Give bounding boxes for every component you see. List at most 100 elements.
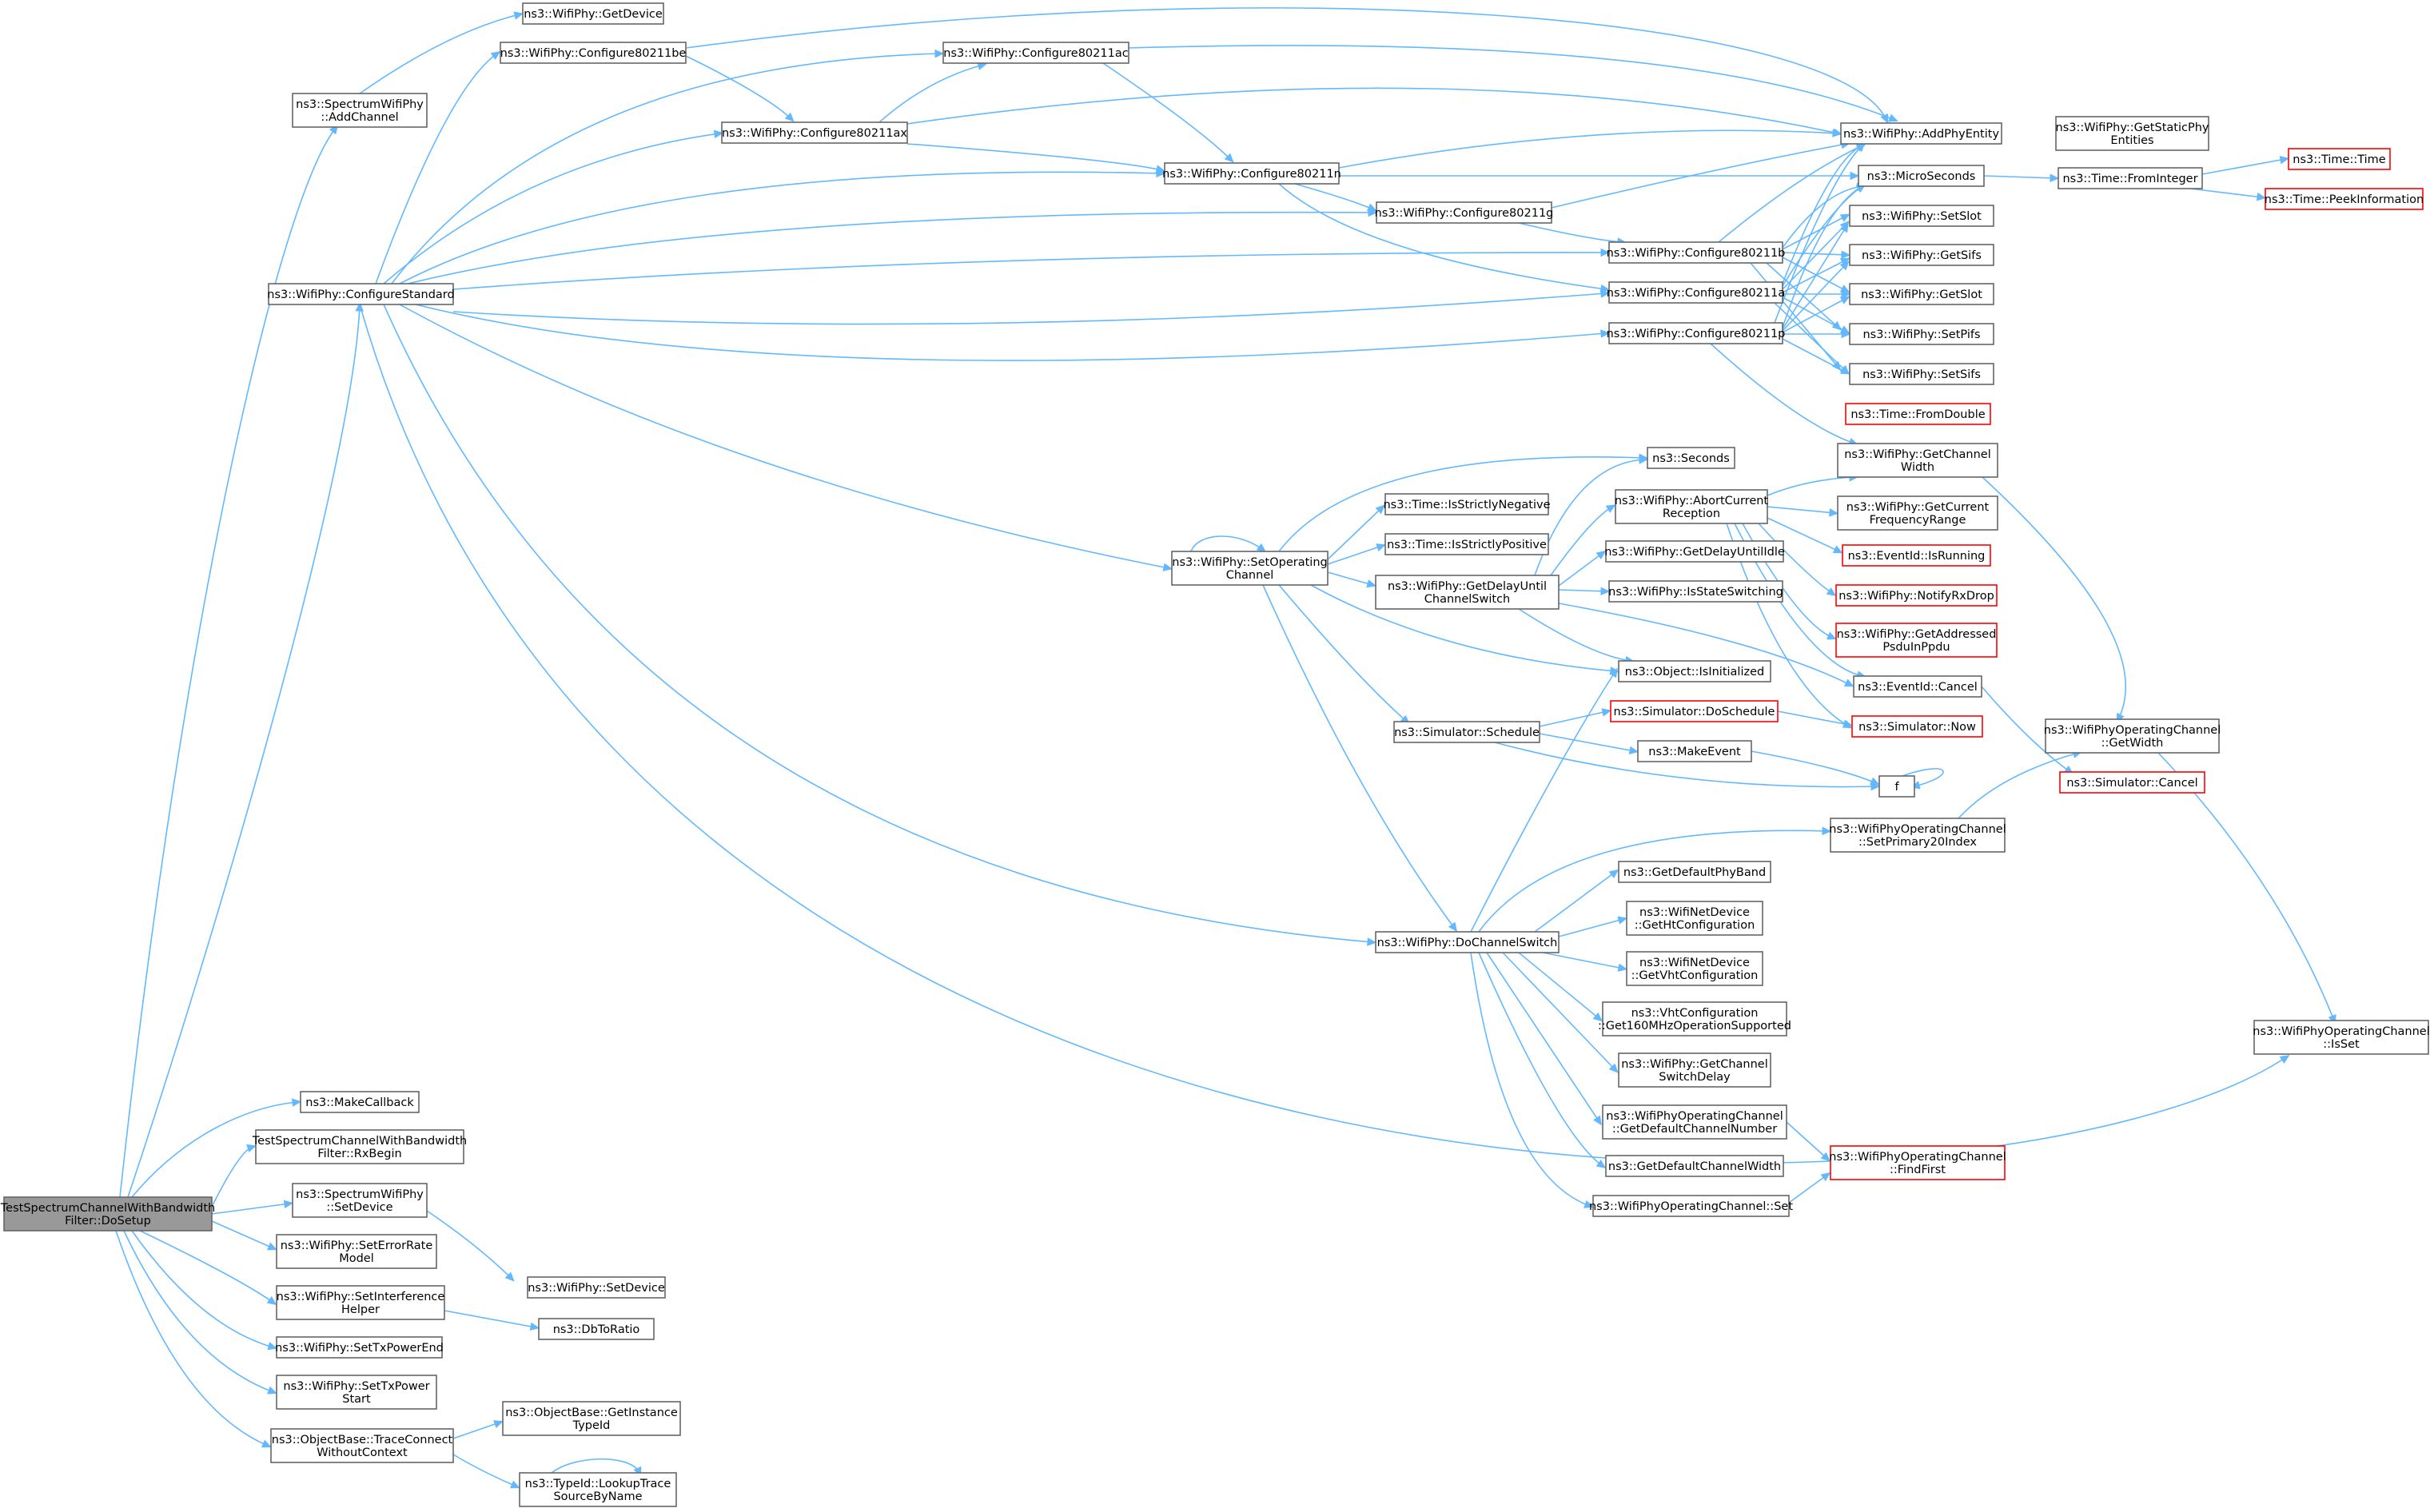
node-vht160[interactable]: ns3::VhtConfiguration::Get160MHzOperatio… bbox=[1598, 1001, 1791, 1037]
node-c80211g[interactable]: ns3::WifiPhy::Configure80211g bbox=[1375, 201, 1554, 224]
node-label: ns3::WifiPhy::Configure80211n bbox=[1162, 168, 1341, 181]
node-opChSet[interactable]: ns3::WifiPhyOperatingChannel::Set bbox=[1589, 1195, 1793, 1217]
node-notifyRxDrop[interactable]: ns3::WifiPhy::NotifyRxDrop bbox=[1835, 584, 1998, 607]
node-box bbox=[1605, 1155, 1784, 1177]
edge-abortCurrent-to-notifyRxDrop bbox=[1758, 523, 1837, 596]
edge-getDelayUntil-to-eventCancel bbox=[1558, 603, 1854, 687]
node-setSlot[interactable]: ns3::WifiPhy::SetSlot bbox=[1849, 205, 1994, 227]
node-box bbox=[1615, 489, 1768, 524]
node-getSifs[interactable]: ns3::WifiPhy::GetSifs bbox=[1849, 244, 1994, 266]
node-box bbox=[1830, 818, 2006, 853]
node-getDefaultChWidth[interactable]: ns3::GetDefaultChannelWidth bbox=[1605, 1155, 1784, 1177]
node-configStd[interactable]: ns3::WifiPhy::ConfigureStandard bbox=[267, 283, 455, 305]
node-label: ns3::WifiPhy::ConfigureStandard bbox=[267, 288, 454, 301]
node-fromInteger[interactable]: ns3::Time::FromInteger bbox=[2058, 167, 2203, 189]
node-label: ns3::WifiPhy::Configure80211p bbox=[1607, 328, 1786, 340]
node-isStrictlyPos[interactable]: ns3::Time::IsStrictlyPositive bbox=[1384, 533, 1549, 555]
node-c80211ac[interactable]: ns3::WifiPhy::Configure80211ac bbox=[942, 42, 1129, 64]
node-label: Channel bbox=[1226, 569, 1274, 582]
node-label: ns3::Simulator::Cancel bbox=[2066, 777, 2197, 790]
node-microSeconds[interactable]: ns3::MicroSeconds bbox=[1858, 165, 1985, 187]
node-getDefaultChNum[interactable]: ns3::WifiPhyOperatingChannel::GetDefault… bbox=[1602, 1104, 1787, 1140]
node-c80211p[interactable]: ns3::WifiPhy::Configure80211p bbox=[1607, 322, 1786, 344]
node-box bbox=[292, 1183, 428, 1218]
node-box bbox=[1164, 162, 1340, 185]
node-c80211ax[interactable]: ns3::WifiPhy::Configure80211ax bbox=[721, 121, 908, 144]
node-wifiSetDevice[interactable]: ns3::WifiPhy::SetDevice bbox=[527, 1276, 666, 1299]
node-eventCancel[interactable]: ns3::EventId::Cancel bbox=[1853, 675, 1982, 698]
node-setSifs[interactable]: ns3::WifiPhy::SetSifs bbox=[1849, 363, 1994, 385]
node-findFirst[interactable]: ns3::WifiPhyOperatingChannel::FindFirst bbox=[1829, 1145, 2006, 1180]
edge-doChannelSwitch-to-getDefaultChNum bbox=[1486, 952, 1602, 1126]
edge-abortCurrent-to-eventIsRunning bbox=[1767, 517, 1843, 554]
node-simCancel[interactable]: ns3::Simulator::Cancel bbox=[2059, 771, 2205, 794]
node-traceConnect[interactable]: ns3::ObjectBase::TraceConnectWithoutCont… bbox=[270, 1428, 454, 1463]
node-getVhtConfig[interactable]: ns3::WifiNetDevice::GetVhtConfiguration bbox=[1626, 951, 1763, 986]
edge-doChannelSwitch-to-getHtConfig bbox=[1558, 916, 1628, 937]
node-getDefaultPhyBand[interactable]: ns3::GetDefaultPhyBand bbox=[1618, 861, 1771, 883]
edge-configStd-to-c80211ac bbox=[391, 49, 945, 284]
node-box bbox=[1878, 775, 1915, 798]
node-timeTime[interactable]: ns3::Time::Time bbox=[2288, 148, 2391, 170]
edge-doChannelSwitch-to-opChSet bbox=[1470, 952, 1594, 1208]
edge-getDefaultChNum-to-findFirst bbox=[1786, 1121, 1830, 1162]
node-isStateSwitching[interactable]: ns3::WifiPhy::IsStateSwitching bbox=[1608, 580, 1783, 603]
node-isStrictlyNeg[interactable]: ns3::Time::IsStrictlyNegative bbox=[1383, 493, 1551, 515]
node-simSchedule[interactable]: ns3::Simulator::Schedule bbox=[1393, 721, 1540, 743]
node-root[interactable]: TestSpectrumChannelWithBandwidthFilter::… bbox=[0, 1196, 215, 1231]
node-getDelayUntilIdle[interactable]: ns3::WifiPhy::GetDelayUntilIdle bbox=[1604, 540, 1785, 563]
node-box bbox=[1608, 241, 1783, 264]
node-peekInfo[interactable]: ns3::Time::PeekInformation bbox=[2265, 188, 2424, 210]
node-setTxPowerEnd[interactable]: ns3::WifiPhy::SetTxPowerEnd bbox=[275, 1336, 444, 1359]
node-makeCallback[interactable]: ns3::MakeCallback bbox=[300, 1091, 420, 1113]
node-setPrimary20[interactable]: ns3::WifiPhyOperatingChannel::SetPrimary… bbox=[1829, 818, 2006, 853]
node-dbToRatio[interactable]: ns3::DbToRatio bbox=[538, 1318, 655, 1340]
node-box bbox=[1592, 1195, 1790, 1217]
node-label: Width bbox=[1901, 461, 1934, 474]
node-f[interactable]: f bbox=[1878, 775, 1915, 798]
node-fromDouble[interactable]: ns3::Time::FromDouble bbox=[1845, 403, 1991, 425]
node-setDeviceS[interactable]: ns3::SpectrumWifiPhy::SetDevice bbox=[292, 1183, 428, 1218]
node-getSlot[interactable]: ns3::WifiPhy::GetSlot bbox=[1849, 283, 1994, 305]
edge-configStd-to-c80211g bbox=[407, 208, 1378, 284]
node-label: ns3::WifiPhy::Configure80211g bbox=[1375, 207, 1554, 220]
node-c80211be[interactable]: ns3::WifiPhy::Configure80211be bbox=[500, 42, 687, 64]
node-c80211b[interactable]: ns3::WifiPhy::Configure80211b bbox=[1607, 241, 1786, 264]
node-isInitialized[interactable]: ns3::Object::IsInitialized bbox=[1618, 660, 1771, 682]
node-c80211n[interactable]: ns3::WifiPhy::Configure80211n bbox=[1162, 162, 1341, 185]
node-doChannelSwitch[interactable]: ns3::WifiPhy::DoChannelSwitch bbox=[1375, 931, 1560, 953]
node-c80211a[interactable]: ns3::WifiPhy::Configure80211a bbox=[1607, 281, 1785, 304]
node-setPifs[interactable]: ns3::WifiPhy::SetPifs bbox=[1849, 323, 1994, 345]
node-getHtConfig[interactable]: ns3::WifiNetDevice::GetHtConfiguration bbox=[1626, 901, 1763, 936]
node-box bbox=[1849, 363, 1994, 385]
edge-c80211n-to-microSeconds bbox=[1339, 171, 1860, 181]
node-opChGetWidth[interactable]: ns3::WifiPhyOperatingChannel::GetWidth bbox=[2044, 718, 2221, 754]
node-getDevice[interactable]: ns3::WifiPhy::GetDevice bbox=[522, 2, 664, 25]
node-addPhyEntity[interactable]: ns3::WifiPhy::AddPhyEntity bbox=[1840, 122, 2002, 145]
node-seconds[interactable]: ns3::Seconds bbox=[1647, 447, 1735, 469]
node-box bbox=[2059, 771, 2205, 794]
node-label: ns3::MicroSeconds bbox=[1867, 170, 1976, 183]
node-eventIsRunning[interactable]: ns3::EventId::IsRunning bbox=[1842, 544, 1991, 567]
node-opChIsSet[interactable]: ns3::WifiPhyOperatingChannel::IsSet bbox=[2253, 1020, 2430, 1055]
node-simNow[interactable]: ns3::Simulator::Now bbox=[1851, 715, 1983, 738]
edge-doChannelSwitch-to-isInitialized bbox=[1470, 667, 1618, 933]
node-addChannel[interactable]: ns3::SpectrumWifiPhy::AddChannel bbox=[292, 93, 428, 128]
node-rxBegin[interactable]: TestSpectrumChannelWithBandwidthFilter::… bbox=[252, 1129, 467, 1164]
node-makeEvent[interactable]: ns3::MakeEvent bbox=[1637, 740, 1752, 762]
node-box bbox=[1375, 931, 1560, 953]
node-doSchedule[interactable]: ns3::Simulator::DoSchedule bbox=[1610, 700, 1779, 722]
